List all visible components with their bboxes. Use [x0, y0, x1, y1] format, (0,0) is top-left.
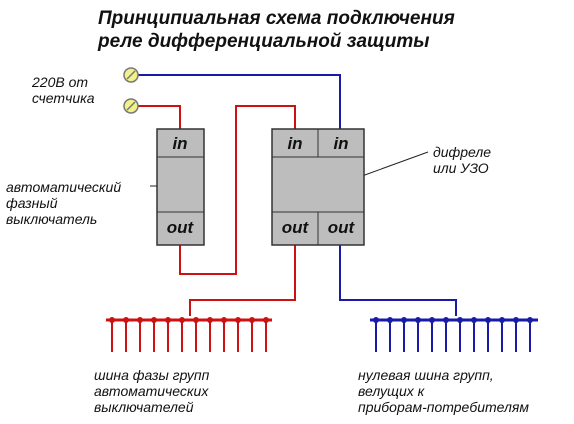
rcd-label-line2: или УЗО	[433, 160, 489, 176]
phase-bus-pins	[111, 320, 267, 352]
phase-bus-dots	[109, 317, 269, 323]
rcd-label-leader	[361, 151, 429, 177]
neutral-bus-dots	[373, 317, 533, 323]
rcd-in-right-label: in	[333, 134, 348, 153]
source-terminal-bottom	[123, 98, 139, 114]
source-terminal-top	[123, 67, 139, 83]
neutral-wire-source-to-rcd	[137, 74, 341, 129]
source-label-line1: 220В от	[32, 74, 89, 90]
rcd-in-left-label: in	[287, 134, 302, 153]
rcd-out-right-label: out	[328, 218, 356, 237]
breaker-out-label: out	[167, 218, 195, 237]
rcd-out-left-label: out	[282, 218, 310, 237]
circuit-breaker: in out	[156, 128, 205, 246]
neutral-bus-label-line1: нулевая шина групп,	[358, 367, 494, 383]
phase-bus-label-line3: выключателей	[94, 399, 194, 415]
breaker-label-line3: выключатель	[6, 211, 98, 227]
neutral-bus-label-line2: велущих к	[358, 383, 425, 399]
rcd-device: in in out out	[271, 128, 365, 246]
rcd-label-line1: дифреле	[433, 144, 492, 160]
phase-wire-rcd-to-bus	[189, 245, 296, 316]
phase-wire-source-to-breaker	[137, 105, 181, 129]
diagram-title-line1: Принципиальная схема подключения	[98, 8, 455, 29]
phase-bus-label-line1: шина фазы групп	[94, 367, 210, 383]
neutral-wire-rcd-to-bus	[339, 245, 457, 316]
phase-wires	[106, 105, 296, 352]
breaker-label-line2: фазный	[6, 195, 58, 211]
breaker-in-label: in	[172, 134, 187, 153]
breaker-label-line1: автоматический	[6, 179, 122, 195]
neutral-bus-pins	[375, 320, 531, 352]
phase-wire-breaker-to-rcd	[179, 105, 296, 275]
neutral-wires	[137, 74, 538, 352]
phase-bus-label-line2: автоматических	[94, 383, 209, 399]
neutral-bus-label-line3: приборам-потребителям	[358, 399, 529, 415]
diagram-title-line2: реле дифференциальной защиты	[98, 31, 430, 52]
source-label-line2: счетчика	[32, 90, 95, 106]
